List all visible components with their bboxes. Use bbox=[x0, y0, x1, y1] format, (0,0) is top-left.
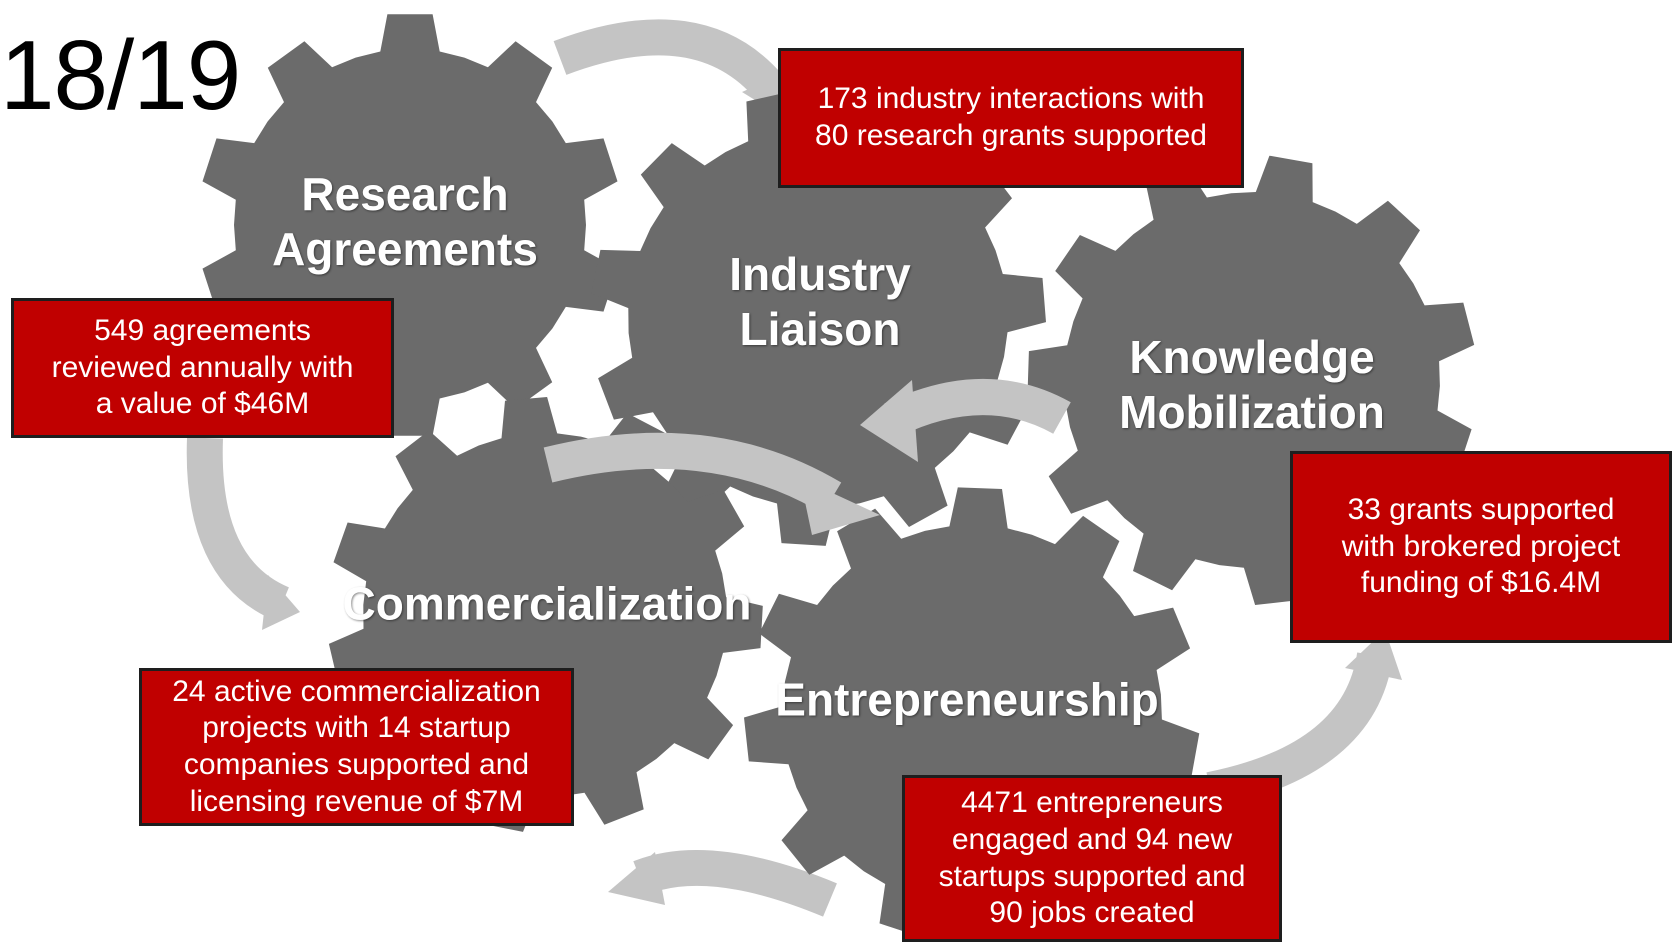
gear-label-knowledge-mobilization: Knowledge Mobilization bbox=[1119, 330, 1385, 438]
stat-box-industry: 173 industry interactions with 80 resear… bbox=[778, 48, 1244, 188]
arrow-entrepreneurship-to-knowledge bbox=[1206, 651, 1393, 808]
year-label: 18/19 bbox=[0, 20, 241, 130]
gear-label-research-agreements: Research Agreements bbox=[272, 167, 538, 275]
stat-box-entrepreneurship: 4471 entrepreneurs engaged and 94 new st… bbox=[902, 775, 1282, 942]
arrow-agreements-to-commercialization bbox=[186, 437, 290, 621]
gear-industry-liaison bbox=[591, 91, 1046, 546]
arrow-commercialization-to-entrepreneurship bbox=[543, 432, 842, 514]
arrow-entrepreneurship-to-commercialization-head bbox=[608, 852, 665, 905]
cycle-arrows-front bbox=[543, 379, 1071, 535]
arrow-knowledge-to-industry-head bbox=[860, 380, 918, 462]
stat-box-knowledge: 33 grants supported with brokered projec… bbox=[1290, 451, 1672, 643]
arrow-entrepreneurship-to-commercialization bbox=[633, 850, 837, 917]
gear-label-industry-liaison: Industry Liaison bbox=[729, 247, 911, 355]
stat-box-agreements: 549 agreements reviewed annually with a … bbox=[11, 298, 394, 438]
arrow-research-to-industry bbox=[553, 19, 784, 101]
arrow-agreements-to-commercialization-head bbox=[262, 575, 300, 630]
gear-label-entrepreneurship: Entrepreneurship bbox=[775, 673, 1159, 726]
arrow-commercialization-to-entrepreneurship-head bbox=[800, 478, 880, 535]
stat-box-commercialization: 24 active commercialization projects wit… bbox=[139, 668, 574, 826]
gear-label-commercialization: Commercialization bbox=[342, 577, 752, 630]
